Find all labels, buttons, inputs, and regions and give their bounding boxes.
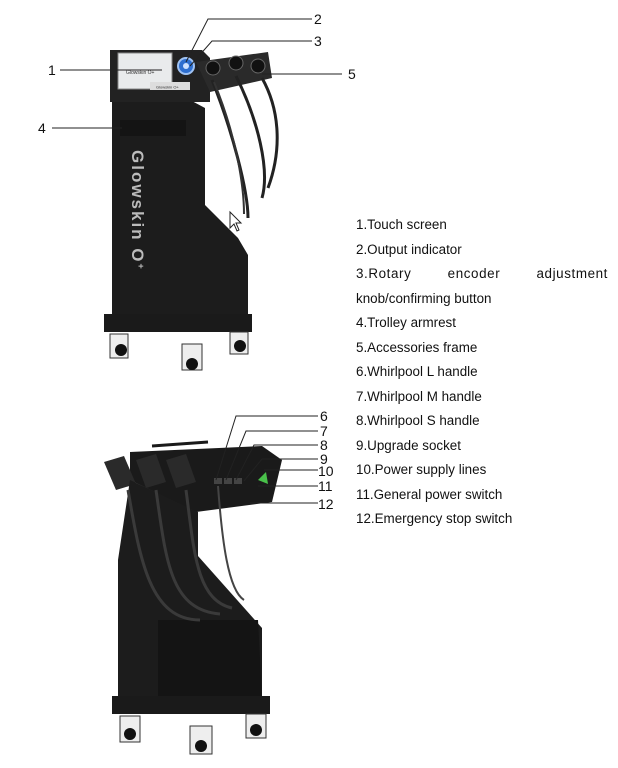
- front-wheels: [110, 332, 248, 370]
- holder-1-icon: [206, 61, 220, 75]
- mouse-cursor-icon: [230, 212, 241, 231]
- wheel: [234, 340, 246, 352]
- callout-8: 8: [320, 438, 328, 452]
- callout-4: 4: [38, 121, 46, 135]
- legend-item: 6.Whirlpool L handle: [356, 363, 608, 388]
- panel-logo-text: Glowskin O+: [156, 85, 179, 90]
- brand-name: Glowskin O: [128, 150, 147, 264]
- trolley-armrest-shape: [120, 120, 186, 136]
- legend-item: 5.Accessories frame: [356, 339, 608, 364]
- output-indicator-ring: [183, 63, 189, 69]
- cable-4: [214, 82, 244, 214]
- legend-item: knob/confirming button: [356, 290, 608, 315]
- legend-item: 9.Upgrade socket: [356, 437, 608, 462]
- callout-7: 7: [320, 424, 328, 438]
- front-base: [104, 314, 252, 332]
- legend-item: 4.Trolley armrest: [356, 314, 608, 339]
- back-armrest: [152, 442, 208, 446]
- back-base: [112, 696, 270, 714]
- screen-logo-text: Glowskin O+: [126, 70, 155, 76]
- callout-5: 5: [348, 67, 356, 81]
- callout-1: 1: [48, 63, 56, 77]
- back-view-device: [104, 442, 282, 754]
- holder-3-icon: [251, 59, 265, 73]
- callout-10: 10: [318, 464, 334, 478]
- component-legend: 1.Touch screen 2.Output indicator 3.Rota…: [356, 216, 608, 535]
- callout-11: 11: [318, 479, 333, 493]
- wheel: [186, 358, 198, 370]
- wheel: [250, 724, 262, 736]
- callout-2: 2: [314, 12, 322, 26]
- brand-superscript: +: [136, 264, 146, 271]
- legend-item: 1.Touch screen: [356, 216, 608, 241]
- legend-item: 8.Whirlpool S handle: [356, 412, 608, 437]
- back-wheels: [120, 714, 266, 754]
- legend-item: 3.Rotary encoder adjustment: [356, 265, 608, 290]
- legend-item: 7.Whirlpool M handle: [356, 388, 608, 413]
- wheel: [195, 740, 207, 752]
- callout-3: 3: [314, 34, 322, 48]
- legend-item: 10.Power supply lines: [356, 461, 608, 486]
- front-view-device: Glowskin O+ Glowskin O+ Glowskin O+: [104, 50, 277, 370]
- socket-8: [234, 478, 242, 484]
- wheel: [115, 344, 127, 356]
- callout-12: 12: [318, 497, 334, 511]
- brand-text: Glowskin O+: [128, 150, 147, 271]
- socket-7: [224, 478, 232, 484]
- holder-2-icon: [229, 56, 243, 70]
- legend-item: 12.Emergency stop switch: [356, 510, 608, 535]
- legend-item: 11.General power switch: [356, 486, 608, 511]
- legend-item: 2.Output indicator: [356, 241, 608, 266]
- back-tray: [158, 620, 262, 700]
- wheel: [124, 728, 136, 740]
- callout-6: 6: [320, 409, 328, 423]
- socket-6: [214, 478, 222, 484]
